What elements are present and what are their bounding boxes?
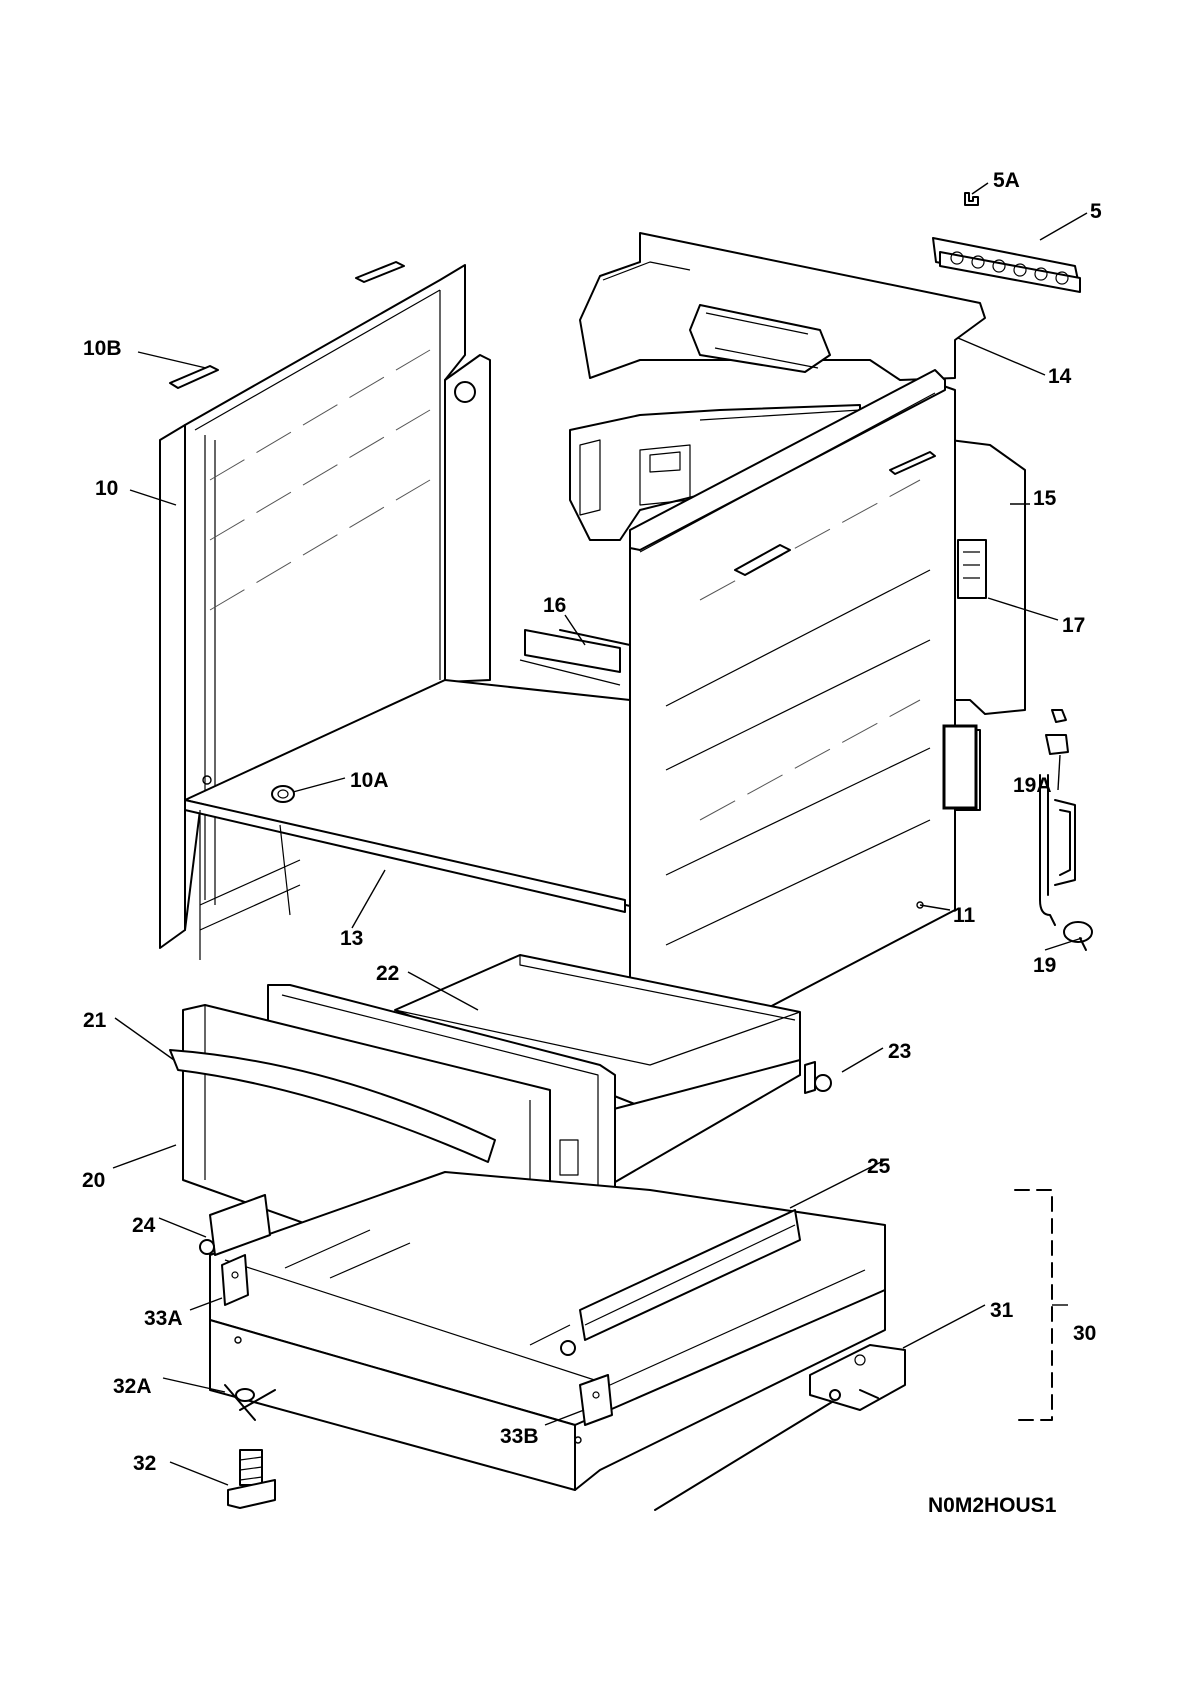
part-24-slide (199, 1194, 271, 1256)
part-33b-bracket (579, 1374, 613, 1426)
label-22: 22 (376, 962, 399, 985)
label-10b: 10B (83, 337, 122, 360)
part-33a-bracket (221, 1254, 249, 1306)
part-19a-clamp (1045, 709, 1069, 755)
part-23-stop (804, 1061, 832, 1094)
label-10: 10 (95, 477, 118, 500)
base-frame (209, 1171, 886, 1491)
label-5: 5 (1090, 200, 1102, 223)
part-11-right-side-panel (629, 369, 956, 1081)
leader-lines (112, 182, 1088, 1486)
label-11: 11 (953, 904, 976, 927)
label-17: 17 (1062, 614, 1085, 637)
part-5-terminal-block (932, 237, 1081, 293)
label-31: 31 (990, 1299, 1014, 1322)
label-13: 13 (340, 927, 363, 950)
label-19: 19 (1033, 954, 1056, 977)
part-10a-plug (271, 785, 295, 803)
part-13-front-rail (184, 799, 626, 960)
group-30-bracket (1014, 1189, 1053, 1421)
part-22-drawer-box (394, 954, 801, 1186)
part-15-side-plate (949, 439, 1026, 715)
label-25: 25 (867, 1155, 891, 1178)
label-30: 30 (1073, 1322, 1096, 1345)
label-23: 23 (888, 1040, 911, 1063)
part-25-slide (560, 1209, 801, 1356)
label-33a: 33A (144, 1307, 183, 1330)
label-20: 20 (82, 1169, 105, 1192)
part-32-leveling-leg (227, 1449, 276, 1509)
label-24: 24 (132, 1214, 156, 1237)
label-21: 21 (83, 1009, 107, 1032)
side-gasket (942, 724, 978, 810)
part-21-handle (169, 1049, 496, 1163)
label-16: 16 (543, 594, 566, 617)
label-32a: 32A (113, 1375, 152, 1398)
label-32: 32 (133, 1452, 156, 1475)
label-14: 14 (1048, 365, 1072, 388)
part-10-left-side-panel (159, 264, 491, 949)
label-10a: 10A (350, 769, 389, 792)
part-31-leveler (809, 1344, 906, 1411)
part-16-strip (559, 629, 631, 646)
part-10b-bracket (169, 261, 405, 389)
part-5a-clip (964, 192, 979, 206)
diagram-code: N0M2HOUS1 (928, 1494, 1057, 1517)
leveler-rod (654, 1401, 833, 1511)
part-32a-retainer (224, 1384, 276, 1421)
label-19a: 19A (1013, 774, 1052, 797)
part-14-back-panel (579, 232, 986, 381)
label-15: 15 (1033, 487, 1057, 510)
label-33b: 33B (500, 1425, 539, 1448)
label-5a: 5A (993, 169, 1020, 192)
callout-labels: 5A 5 10B 14 10 15 16 17 10A 19A 13 11 19… (82, 169, 1102, 1517)
part-19-power-cord (1039, 774, 1093, 951)
